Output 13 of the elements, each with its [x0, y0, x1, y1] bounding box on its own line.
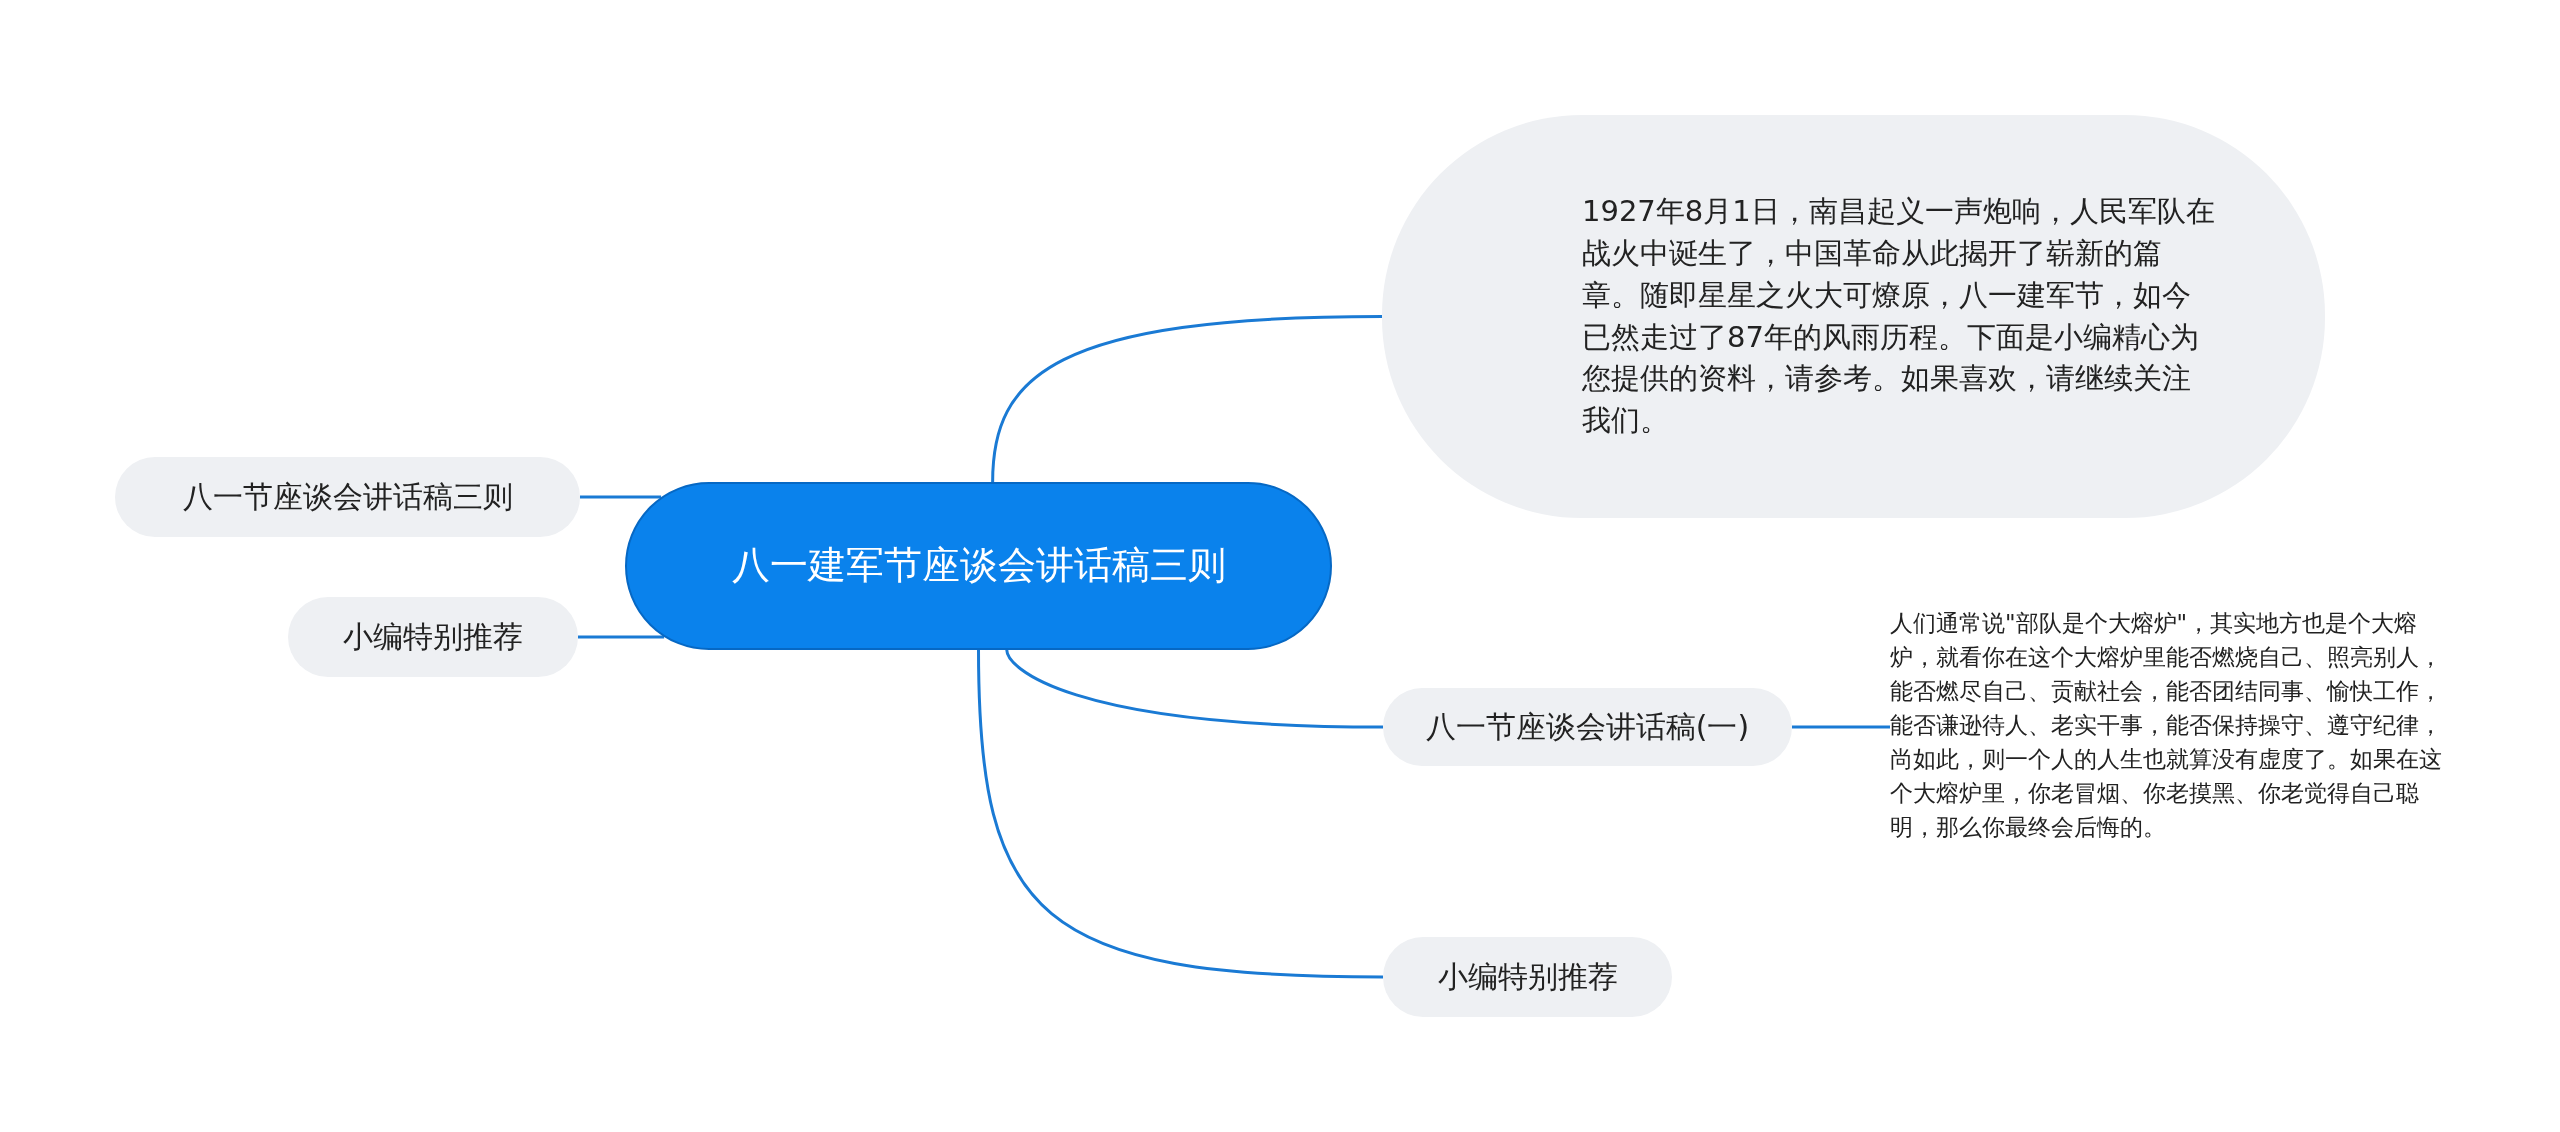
connector-line: [580, 495, 662, 499]
connector-line: [991, 315, 1383, 483]
topic-text: 小编特别推荐: [343, 617, 523, 656]
connector-line: [1792, 725, 1890, 729]
note-text: 人们通常说"部队是个大熔炉"，其实地方也是个大熔炉，就看你在这个大熔炉里能否燃烧自己、照亮别人，能否燃尽自己、贡献社会，能否团结同事、愉快工作，能否谦逊待人、老实干事，能否保持操守、遵守纪律，尚如此，则一个人的人生也就算没有虚度了。如果在这个大熔炉里，你老冒烟、你老摸黑、你老觉得自己聪明，那么你最终会后悔的。: [1890, 585, 2442, 865]
topic-text: 八一节座谈会讲话稿三则: [182, 477, 513, 516]
connector-line: [977, 649, 1384, 979]
topic-text: 小编特别推荐: [1437, 957, 1618, 996]
topic-text: 1927年8月1日，南昌起义一声炮响，人民军队在战火中诞生了，中国革命从此揭开了崭新的篇章。随即星星之火大可燎原，八一建军节，如今已然走过了87年的风雨历程。下面是小编精心为您提供的资料，请参考。如果喜欢，请继续关注我们。: [1582, 193, 2215, 439]
topic-text: 八一节座谈会讲话稿(一): [1425, 707, 1750, 746]
connector-line: [1005, 649, 1384, 729]
connector-line: [578, 635, 665, 639]
topic-text: 八一建军节座谈会讲话稿三则: [731, 542, 1226, 590]
